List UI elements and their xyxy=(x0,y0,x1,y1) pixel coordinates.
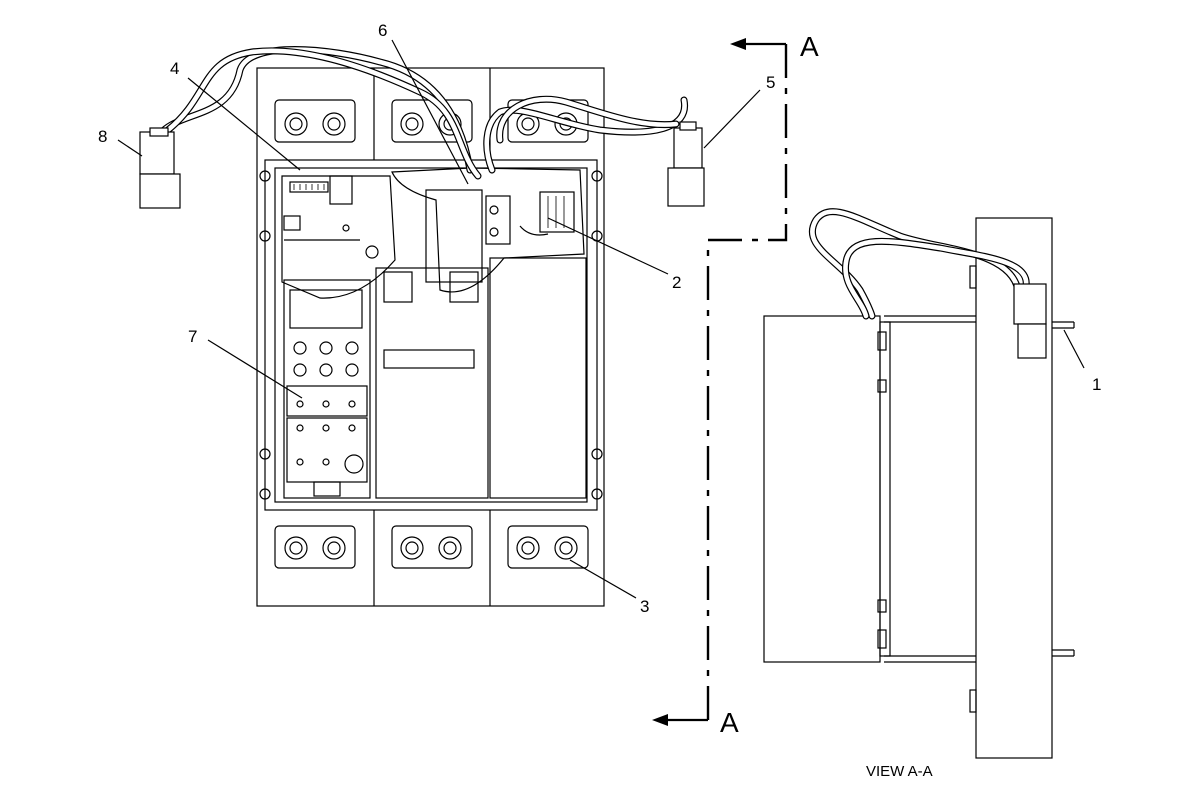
handle-plate xyxy=(375,267,489,499)
view-caption: VIEW A-A xyxy=(866,763,933,780)
wire-connector xyxy=(539,191,575,233)
cover-plate xyxy=(264,159,598,511)
wire-harness xyxy=(156,46,689,180)
side-view xyxy=(763,208,1075,759)
callout-1: 1 xyxy=(1092,375,1101,394)
harness-connector-right xyxy=(667,121,705,207)
mounting-panel xyxy=(975,217,1053,759)
bottom-terminals xyxy=(274,525,589,569)
side-connector xyxy=(1013,283,1047,359)
callout-7: 7 xyxy=(188,327,197,346)
callout-6: 6 xyxy=(378,21,387,40)
leader-lines xyxy=(117,39,1085,599)
callout-5: 5 xyxy=(766,73,775,92)
callout-3: 3 xyxy=(640,597,649,616)
callout-4: 4 xyxy=(170,59,179,78)
handle-slot xyxy=(383,349,475,369)
callout-2: 2 xyxy=(672,273,681,292)
shunt-trip-accessory xyxy=(391,167,585,293)
section-label-bottom: A xyxy=(720,707,739,738)
section-label-top: A xyxy=(800,31,819,62)
harness-connector-left xyxy=(139,127,181,209)
section-line-a-a xyxy=(652,38,788,726)
callout-8: 8 xyxy=(98,127,107,146)
accessory-module xyxy=(281,175,396,299)
breaker-frame xyxy=(256,67,605,607)
top-terminals xyxy=(274,99,589,143)
trip-unit xyxy=(283,279,371,499)
cover-screws xyxy=(259,170,603,500)
breaker-front-view xyxy=(256,67,605,607)
breaker-side-body xyxy=(763,315,881,663)
